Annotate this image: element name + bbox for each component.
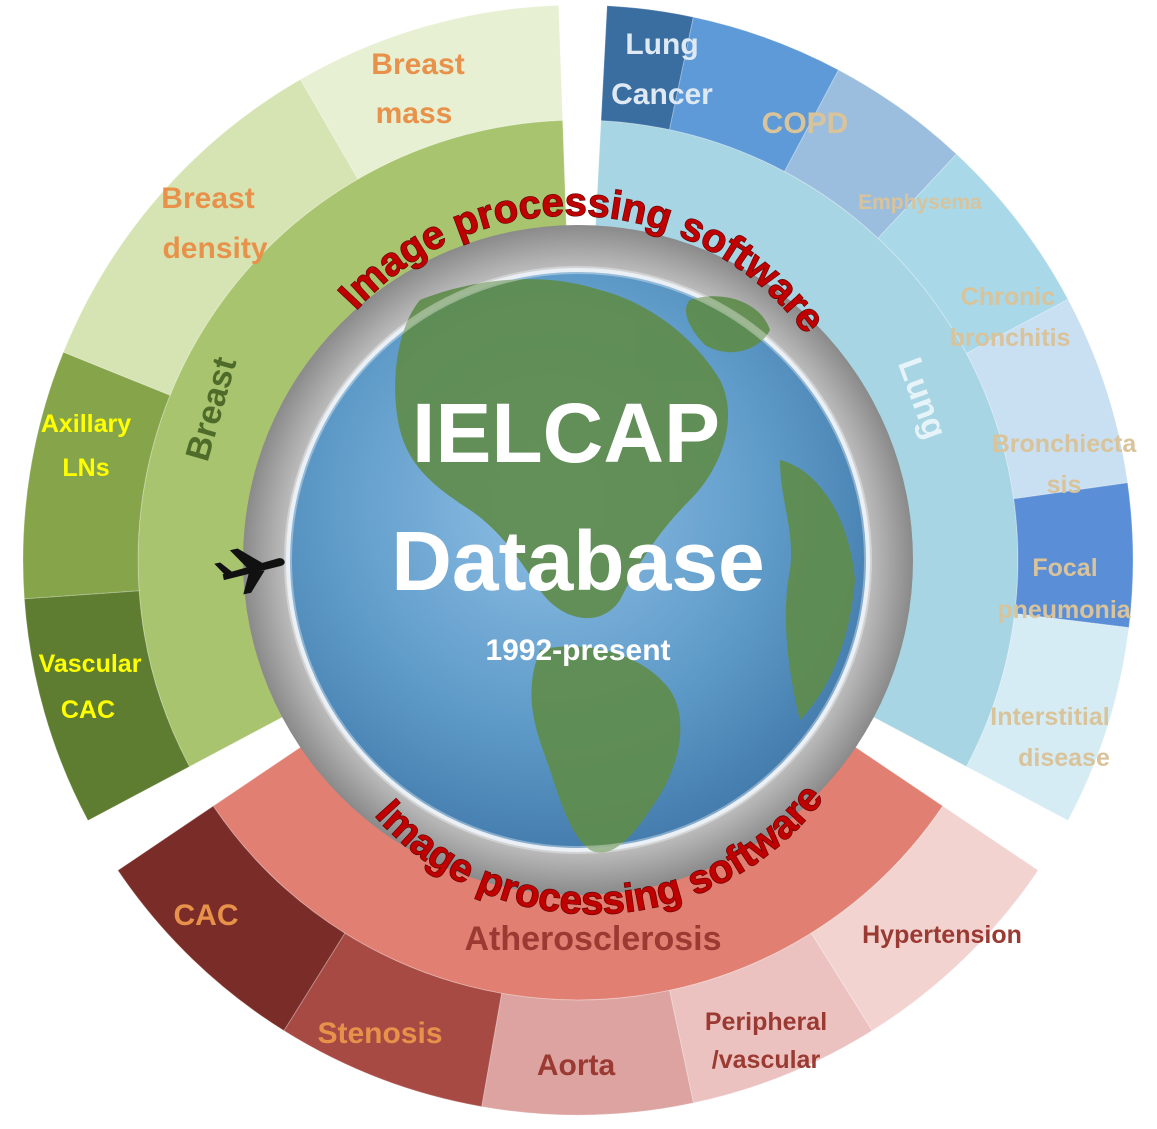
globe-rim bbox=[284, 266, 872, 854]
title-ielcap: IELCAP bbox=[412, 386, 720, 480]
stenosis-segment bbox=[283, 932, 503, 1108]
globe-land bbox=[395, 279, 855, 853]
svg-text:COPD: COPD bbox=[762, 107, 849, 140]
svg-text:Chronic: Chronic bbox=[961, 283, 1056, 311]
svg-text:mass: mass bbox=[376, 97, 453, 130]
subtitle-years: 1992-present bbox=[485, 634, 670, 667]
svg-text:disease: disease bbox=[1018, 744, 1110, 772]
svg-text:CAC: CAC bbox=[61, 696, 115, 724]
svg-text:Vascular: Vascular bbox=[39, 650, 142, 678]
svg-text:Cancer: Cancer bbox=[611, 78, 713, 111]
emphysema-segment bbox=[783, 69, 958, 239]
label-copd: COPD bbox=[762, 107, 849, 140]
svg-text:Axillary: Axillary bbox=[41, 410, 131, 438]
disease-rings bbox=[22, 4, 1134, 1116]
south-america-shape bbox=[531, 646, 681, 853]
globe bbox=[243, 225, 913, 895]
svg-text:bronchitis: bronchitis bbox=[950, 324, 1071, 352]
label-emphysema: Emphysema bbox=[858, 191, 982, 214]
category-atherosclerosis: Atherosclerosis bbox=[465, 920, 722, 958]
label-hypertension: Hypertension bbox=[862, 921, 1022, 949]
north-america-shape bbox=[395, 279, 729, 619]
label-focal-pneumonia: Focal pneumonia bbox=[997, 554, 1131, 624]
svg-text:Breast: Breast bbox=[161, 182, 254, 215]
title-database: Database bbox=[391, 514, 765, 608]
cac-ring-segment bbox=[117, 805, 346, 1032]
svg-text:Interstitial: Interstitial bbox=[990, 703, 1109, 731]
aorta-segment bbox=[481, 989, 694, 1116]
vascular-cac-segment bbox=[23, 590, 191, 822]
label-stenosis: Stenosis bbox=[317, 1017, 442, 1050]
label-aorta: Aorta bbox=[537, 1049, 616, 1082]
label-breast-density: Breast density bbox=[161, 182, 268, 265]
svg-text:Emphysema: Emphysema bbox=[858, 191, 982, 214]
label-axillary-lns: Axillary LNs bbox=[41, 410, 131, 482]
label-lung-cancer: Lung Cancer bbox=[611, 28, 713, 111]
label-interstitial-disease: Interstitial disease bbox=[990, 703, 1110, 772]
svg-text:Bronchiecta: Bronchiecta bbox=[992, 430, 1138, 458]
svg-text:Lung: Lung bbox=[625, 28, 698, 61]
svg-text:LNs: LNs bbox=[62, 454, 109, 482]
africa-edge-shape bbox=[780, 460, 855, 720]
svg-text:/vascular: /vascular bbox=[712, 1046, 821, 1074]
label-vascular-cac: Vascular CAC bbox=[39, 650, 142, 724]
label-bronchiectasis: Bronchiecta sis bbox=[992, 430, 1138, 499]
svg-text:density: density bbox=[162, 232, 267, 265]
interstitial-segment bbox=[965, 613, 1130, 822]
svg-text:sis: sis bbox=[1047, 471, 1082, 499]
svg-text:Breast: Breast bbox=[371, 48, 464, 81]
breast-mass-segment bbox=[299, 4, 564, 180]
label-cac: CAC bbox=[174, 899, 239, 932]
label-chronic-bronchitis: Chronic bronchitis bbox=[950, 283, 1071, 352]
lung-cancer-segment bbox=[600, 5, 694, 131]
svg-text:Focal: Focal bbox=[1032, 554, 1097, 582]
svg-text:pneumonia: pneumonia bbox=[997, 596, 1131, 624]
airplane-icon bbox=[214, 548, 285, 595]
greenland-shape bbox=[685, 296, 770, 353]
label-peripheral-vascular: Peripheral /vascular bbox=[705, 1008, 827, 1074]
peripheral-segment bbox=[668, 932, 873, 1104]
label-breast-mass: Breast mass bbox=[371, 48, 464, 130]
svg-text:Peripheral: Peripheral bbox=[705, 1008, 827, 1036]
